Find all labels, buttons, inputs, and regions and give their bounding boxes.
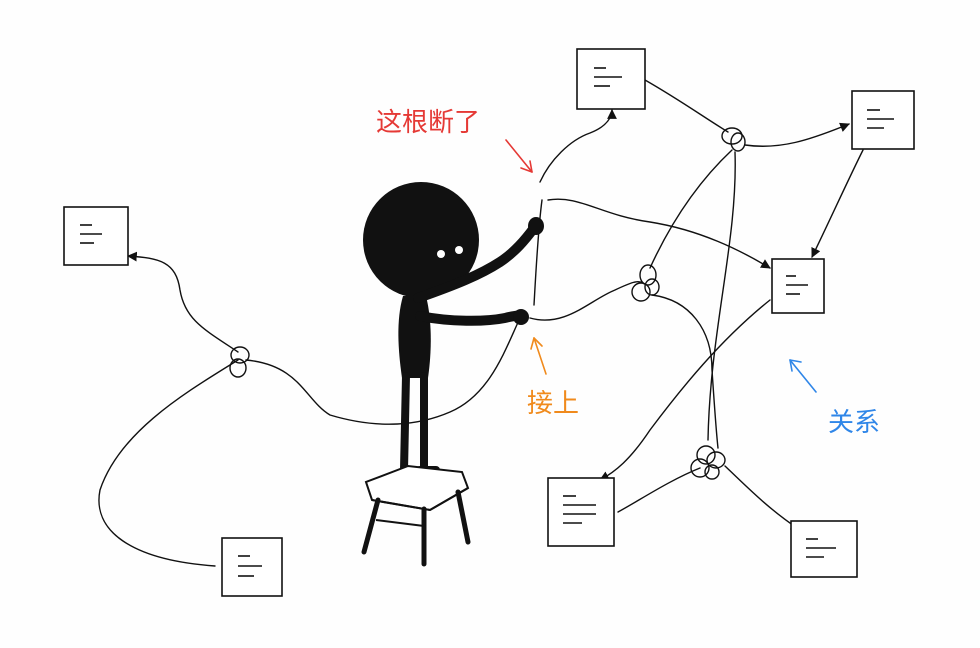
figure-hand: [528, 217, 544, 235]
note-top: [576, 48, 646, 110]
relation-arrow: [789, 359, 817, 393]
line-topright-to-mid-note: [811, 149, 864, 258]
knot-bottom: [690, 445, 726, 480]
line-knot-to-topright-note: [744, 122, 850, 147]
line-topnote-to-knot: [644, 79, 729, 133]
annotation-broken: 这根断了: [376, 108, 480, 138]
stick-figure: [363, 182, 544, 478]
broken-arrow: [505, 139, 533, 173]
annotation-arrows: [505, 139, 817, 393]
line-left-knot-to-hand: [245, 317, 521, 425]
figure-body: [398, 296, 431, 378]
line-topknot-down: [707, 151, 736, 441]
note-bottom-left: [221, 537, 283, 597]
note-top-left: [63, 206, 129, 266]
line-midknot-down: [651, 294, 719, 449]
line-knot-to-bottom-center-note: [617, 467, 701, 513]
note-bottom-right: [790, 520, 858, 578]
figure-arm-upper: [413, 223, 539, 303]
connect-arrow: [530, 337, 547, 375]
line-knot-to-bottom-right-note: [724, 465, 801, 531]
annotation-relation: 关系: [828, 408, 880, 438]
figure-eye: [437, 250, 445, 258]
figure-leg: [400, 372, 410, 474]
line-broken-lower: [533, 199, 543, 306]
line-topknot-to-midknot: [649, 149, 733, 269]
notes: [63, 48, 915, 597]
annotation-connect: 接上: [527, 389, 579, 419]
line-broken-to-top-note: [539, 109, 617, 183]
note-bottom-center: [547, 477, 615, 547]
line-lower-hand-to-knot: [529, 281, 644, 321]
figure-head: [363, 182, 479, 298]
line-mid-note-to-bottom-note: [599, 299, 771, 481]
knots: [229, 127, 746, 480]
knot-top: [721, 127, 746, 152]
line-left-knot-to-bottom-note: [98, 359, 239, 567]
figure-arm-lower: [415, 310, 525, 326]
note-top-right: [851, 90, 915, 150]
note-middle-right: [771, 258, 825, 314]
line-hand-to-mid-note: [547, 198, 771, 269]
line-left-knot-to-topleft-note: [127, 251, 239, 353]
knot-left: [229, 346, 250, 378]
stool: [361, 464, 471, 567]
connection-lines: [98, 79, 864, 567]
knot-middle: [631, 264, 660, 302]
figure-hand: [513, 309, 529, 325]
figure-eye: [455, 246, 463, 254]
